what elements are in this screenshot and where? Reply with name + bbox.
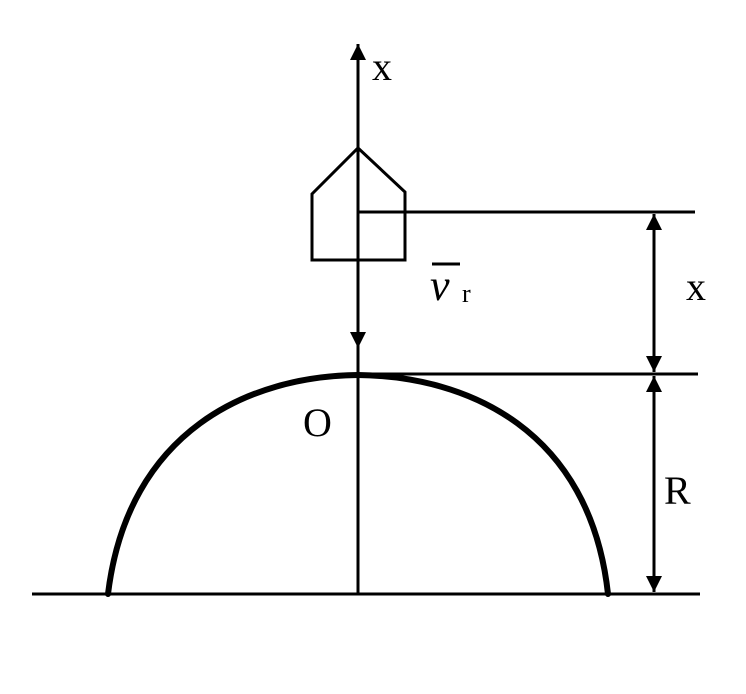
distance-label: x [686,264,706,309]
radius-label: R [664,468,691,513]
rocket-body [310,145,407,262]
velocity-symbol: v [430,261,450,310]
axis-label: x [372,44,392,89]
origin-label: O [303,400,332,445]
velocity-subscript: r [462,279,471,308]
